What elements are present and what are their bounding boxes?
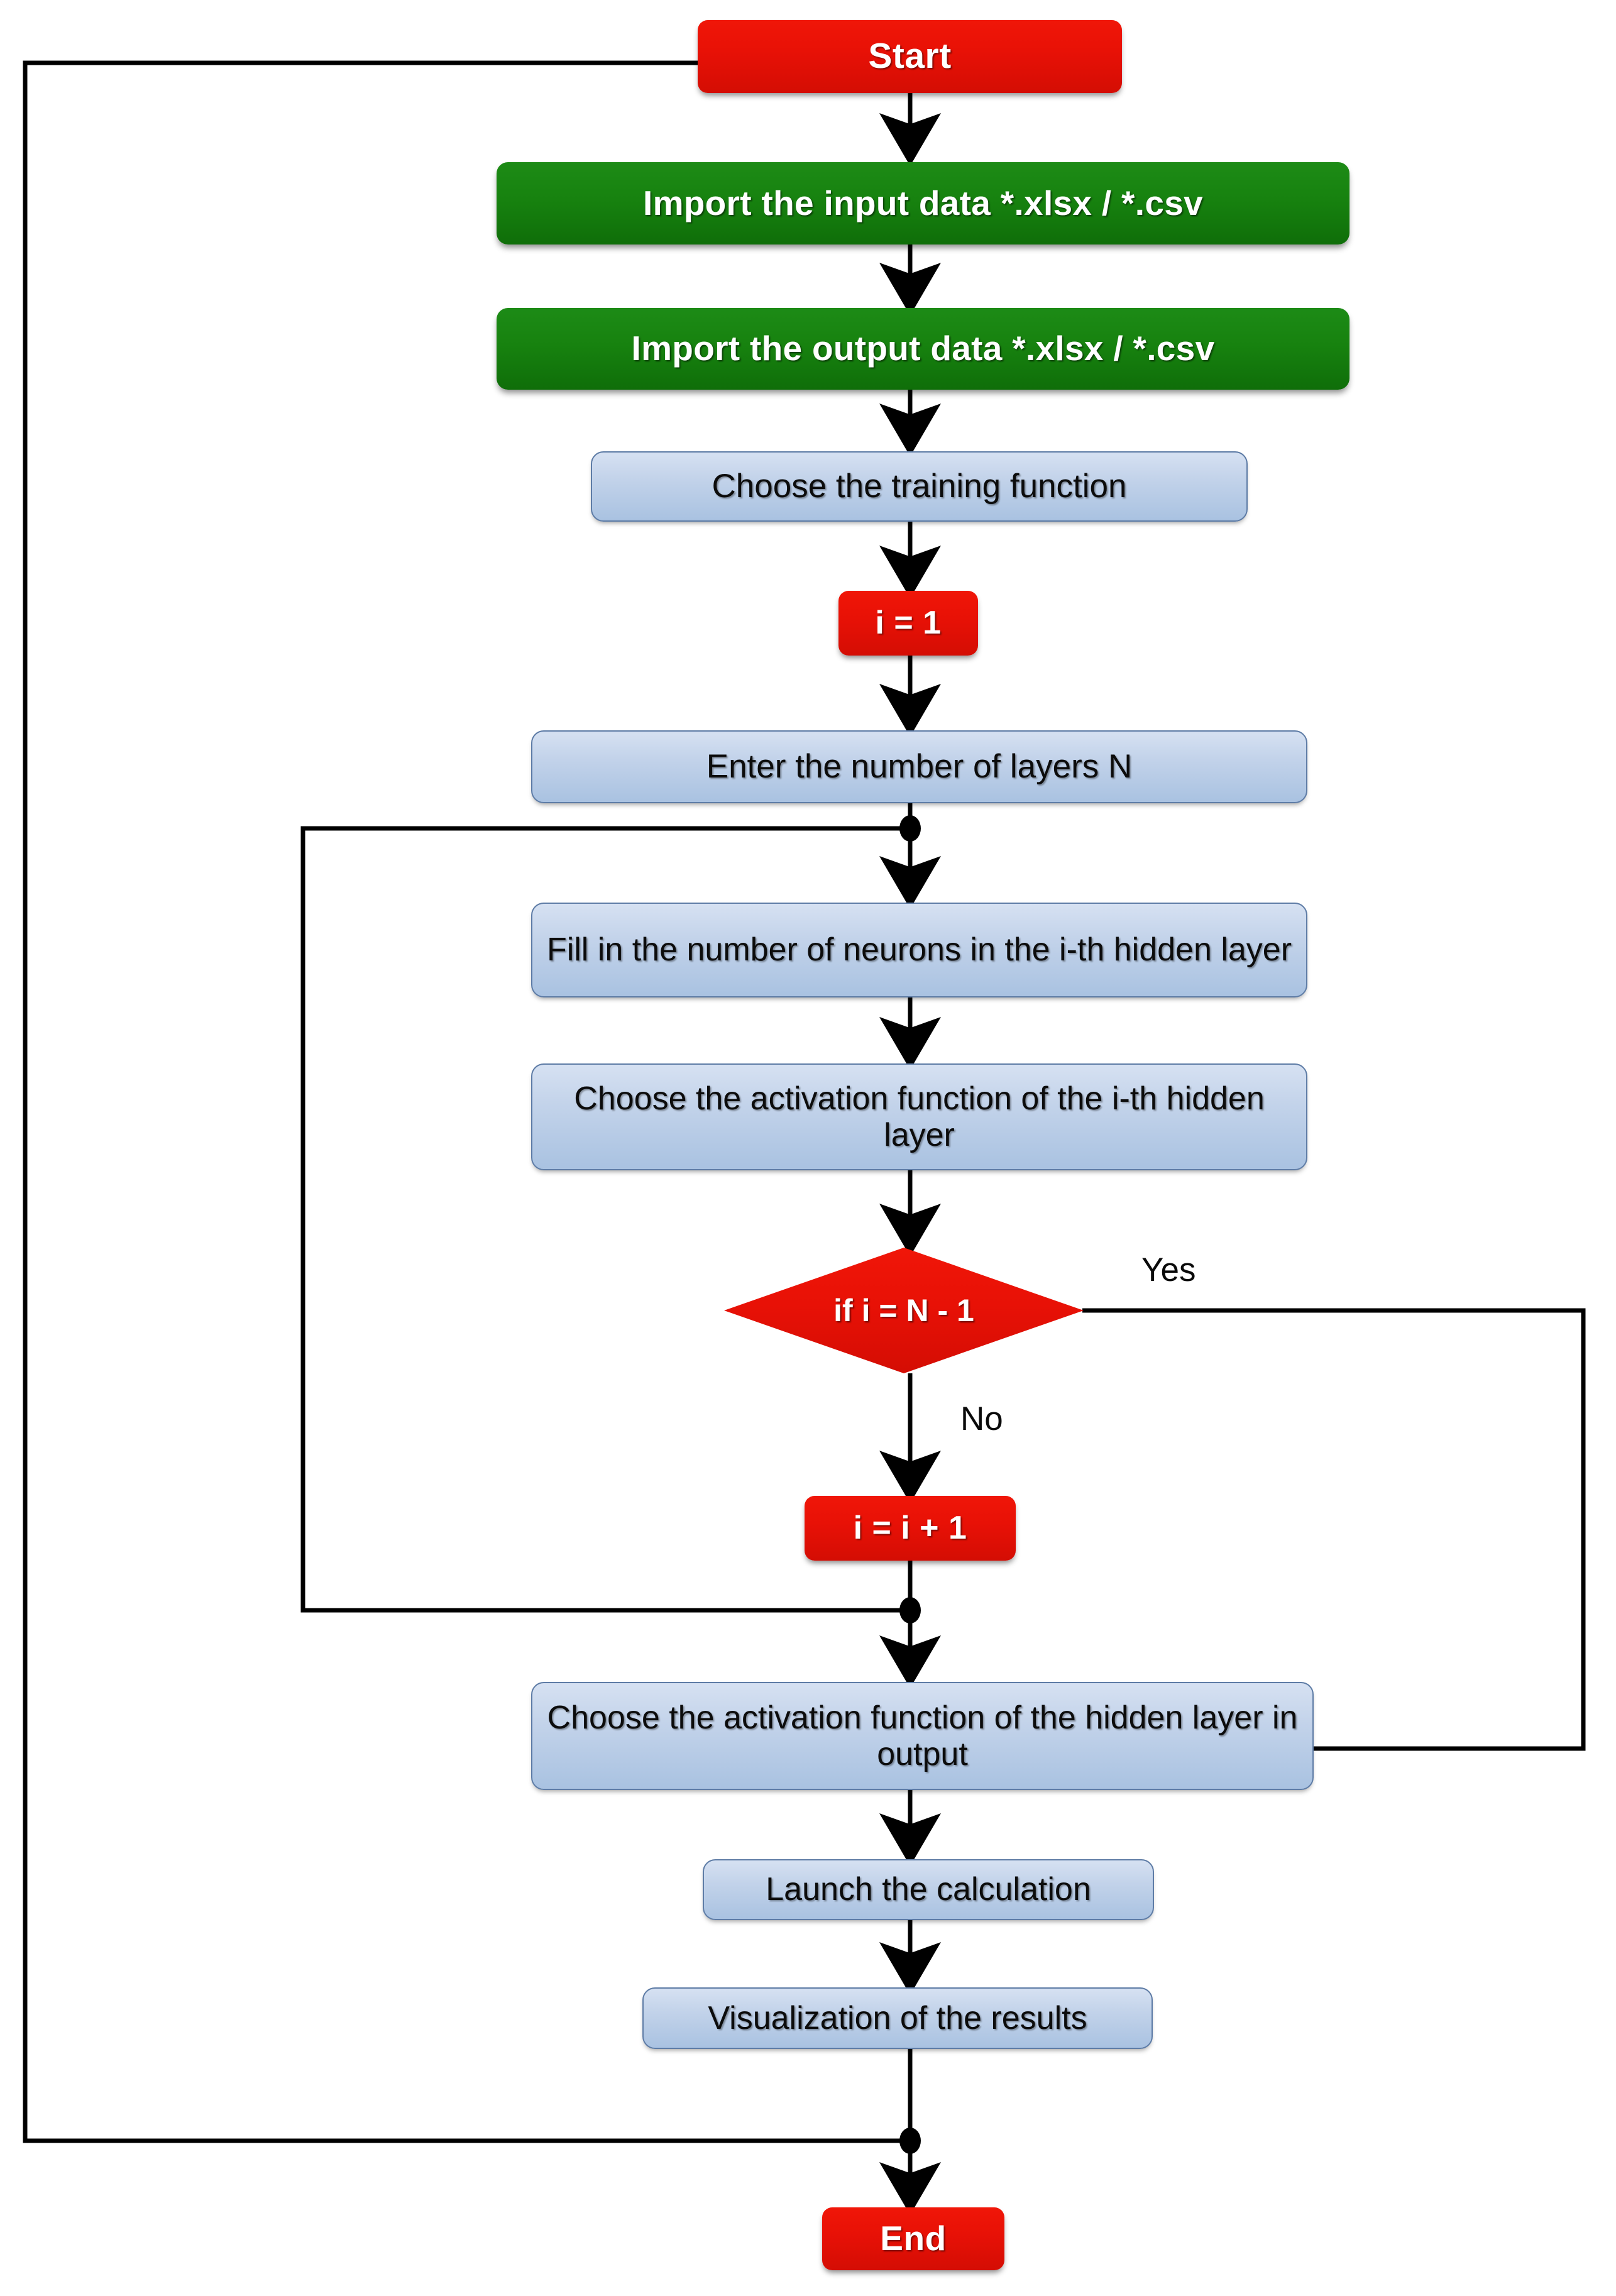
- node-end[interactable]: End: [822, 2207, 1004, 2270]
- node-visualization-results[interactable]: Visualization of the results: [642, 1987, 1153, 2049]
- node-choose-activation-output-layer-label: Choose the activation function of the hi…: [547, 1699, 1298, 1772]
- node-launch-calculation-label: Launch the calculation: [766, 1871, 1091, 1908]
- node-import-input-data[interactable]: Import the input data *.xlsx / *.csv: [497, 162, 1349, 244]
- node-fill-neurons-ith-layer-label: Fill in the number of neurons in the i-t…: [546, 931, 1292, 969]
- junction-dot-end: [899, 2128, 921, 2154]
- node-i-init[interactable]: i = 1: [838, 591, 978, 656]
- junction-dots: [899, 815, 921, 2154]
- node-choose-activation-output-layer[interactable]: Choose the activation function of the hi…: [531, 1682, 1314, 1790]
- node-start[interactable]: Start: [698, 20, 1122, 93]
- node-import-input-data-label: Import the input data *.xlsx / *.csv: [642, 183, 1203, 222]
- node-choose-activation-ith-layer-label: Choose the activation function of the i-…: [574, 1080, 1265, 1153]
- edge-decision-yes-to-act-output: [1082, 1308, 1586, 1751]
- junction-dot-layers: [899, 815, 921, 842]
- node-launch-calculation[interactable]: Launch the calculation: [703, 1859, 1154, 1920]
- node-i-increment-label: i = i + 1: [853, 1510, 967, 1547]
- junction-dot-increment: [899, 1597, 921, 1623]
- edge-label-yes: Yes: [1141, 1251, 1196, 1288]
- edge-loop-increment-back-to-neurons: [300, 826, 910, 1613]
- node-i-increment[interactable]: i = i + 1: [805, 1496, 1016, 1561]
- node-enter-number-of-layers[interactable]: Enter the number of layers N: [531, 730, 1307, 803]
- node-import-output-data-label: Import the output data *.xlsx / *.csv: [631, 329, 1215, 368]
- node-choose-activation-ith-layer[interactable]: Choose the activation function of the i-…: [531, 1063, 1307, 1170]
- node-end-label: End: [880, 2219, 947, 2258]
- edge-label-no: No: [960, 1400, 1003, 1437]
- node-choose-training-function-label: Choose the training function: [712, 468, 1127, 505]
- node-decision-i-equals-n-minus-1[interactable]: if i = N - 1: [724, 1248, 1084, 1373]
- node-start-label: Start: [868, 36, 952, 77]
- edge-end-loop-back-to-start: [23, 60, 910, 2143]
- node-import-output-data[interactable]: Import the output data *.xlsx / *.csv: [497, 308, 1349, 390]
- node-visualization-results-label: Visualization of the results: [708, 1999, 1087, 2036]
- node-fill-neurons-ith-layer[interactable]: Fill in the number of neurons in the i-t…: [531, 903, 1307, 997]
- node-decision-label: if i = N - 1: [833, 1293, 974, 1328]
- node-enter-number-of-layers-label: Enter the number of layers N: [706, 748, 1133, 786]
- node-i-init-label: i = 1: [875, 605, 942, 642]
- node-choose-training-function[interactable]: Choose the training function: [591, 451, 1248, 522]
